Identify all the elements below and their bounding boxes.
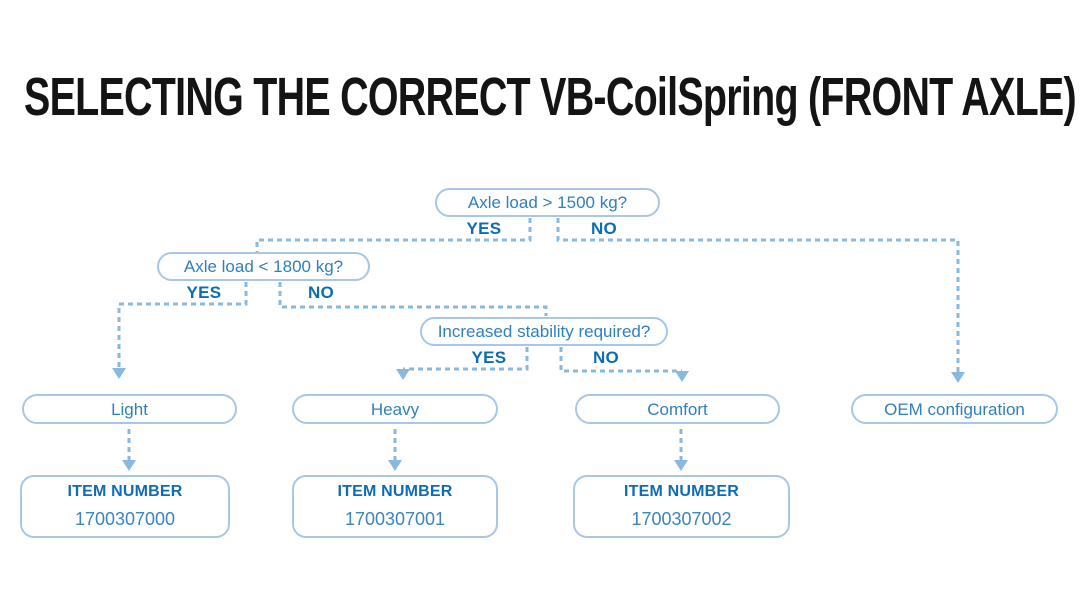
arrow-down-icon-light — [112, 368, 126, 379]
arrow-down-icon-heavy — [396, 369, 410, 380]
label-d3-yes: YES — [471, 348, 507, 367]
connector-d1-yes — [255, 218, 532, 253]
item-number-box-comfort: ITEM NUMBER 1700307002 — [573, 475, 790, 538]
connector-d3-yes-to-heavy — [403, 347, 529, 371]
connector-d2-yes-to-light — [117, 282, 248, 368]
label-d1-no: NO — [590, 219, 618, 238]
page-title: SELECTING THE CORRECT VB-CoilSpring (FRO… — [24, 67, 1077, 127]
decision-question: Axle load < 1800 kg? — [183, 257, 344, 276]
item-number-value: 1700307002 — [631, 509, 732, 529]
outcome-label: Light — [111, 399, 148, 419]
label-d2-no: NO — [307, 283, 335, 302]
decision-axle-load-1800: Axle load < 1800 kg? — [157, 252, 370, 281]
label-d2-yes: YES — [186, 283, 222, 302]
outcome-light: Light — [22, 394, 237, 424]
decision-question: Increased stability required? — [437, 322, 651, 341]
item-number-heading: ITEM NUMBER — [623, 483, 740, 500]
outcome-heavy: Heavy — [292, 394, 498, 424]
label-d1-yes: YES — [466, 219, 502, 238]
outcome-label: OEM configuration — [884, 399, 1025, 419]
decision-axle-load-1500: Axle load > 1500 kg? — [435, 188, 660, 217]
arrow-down-icon-item-3 — [674, 460, 688, 471]
decision-question: Axle load > 1500 kg? — [467, 193, 628, 212]
item-number-value: 1700307001 — [344, 509, 446, 529]
item-number-heading: ITEM NUMBER — [67, 483, 183, 500]
arrow-down-icon-item-1 — [122, 460, 136, 471]
item-number-value: 1700307000 — [74, 509, 176, 529]
arrow-down-icon-oem — [951, 372, 965, 383]
arrow-down-icon-comfort — [675, 371, 689, 382]
outcome-label: Heavy — [370, 399, 420, 419]
connector-d1-no-to-oem — [556, 218, 960, 372]
decision-increased-stability: Increased stability required? — [420, 317, 668, 346]
item-number-box-heavy: ITEM NUMBER 1700307001 — [292, 475, 498, 538]
item-number-heading: ITEM NUMBER — [337, 483, 453, 500]
connector-d2-no-to-d3 — [278, 282, 548, 316]
arrow-down-icon-item-2 — [388, 460, 402, 471]
outcome-comfort: Comfort — [575, 394, 780, 424]
outcome-oem-configuration: OEM configuration — [851, 394, 1058, 424]
label-d3-no: NO — [592, 348, 620, 367]
outcome-label: Comfort — [647, 399, 708, 419]
item-number-box-light: ITEM NUMBER 1700307000 — [20, 475, 230, 538]
